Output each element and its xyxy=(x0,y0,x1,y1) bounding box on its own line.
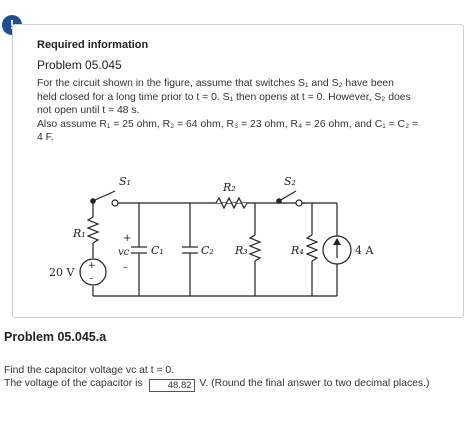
vc-plus: + xyxy=(123,233,131,244)
subproblem-title: Problem 05.045.a xyxy=(4,330,107,344)
answer-prefix: The voltage of the capacitor is xyxy=(4,378,143,389)
circuit-diagram: + – S₁ R₂ S₂ R₁ + vᴄ – C₁ C₂ R₃ R₄ 4 A 2… xyxy=(49,175,374,297)
problem-title: Problem 05.045 xyxy=(37,58,122,72)
answer-line: The voltage of the capacitor is 48.82 V.… xyxy=(4,378,429,392)
problem-statement: For the circuit shown in the figure, ass… xyxy=(37,77,447,145)
panel-heading: Required information xyxy=(37,39,149,51)
statement-line: 4 F. xyxy=(37,132,54,144)
statement-line: not open until t = 48 s. xyxy=(37,105,140,117)
c1-label: C₁ xyxy=(151,244,164,257)
answer-input[interactable]: 48.82 xyxy=(148,379,195,392)
c2-label: C₂ xyxy=(201,244,214,257)
s1-label: S₁ xyxy=(119,175,131,188)
source-plus: + xyxy=(88,261,96,271)
s2-label: S₂ xyxy=(284,175,296,188)
vc-label: vᴄ xyxy=(118,247,130,258)
vsource-label: 20 V xyxy=(49,266,75,279)
r3-label: R₃ xyxy=(234,244,248,257)
answer-suffix: V. (Round the final answer to two decima… xyxy=(199,378,430,389)
question-text: Find the capacitor voltage vc at t = 0. xyxy=(4,365,175,376)
isource-label: 4 A xyxy=(355,244,374,257)
r2-label: R₂ xyxy=(222,181,236,194)
statement-line: For the circuit shown in the figure, ass… xyxy=(37,78,394,89)
statement-line: Also assume R₁ = 25 ohm, R₂ = 64 ohm, R₃… xyxy=(37,118,419,130)
vc-minus: – xyxy=(123,262,128,273)
r1-label: R₁ xyxy=(72,227,86,240)
statement-line: held closed for a long time prior to t =… xyxy=(37,91,411,103)
source-minus: – xyxy=(89,274,94,284)
r4-label: R₄ xyxy=(290,244,304,257)
required-information-panel: Required information Problem 05.045 For … xyxy=(12,24,464,318)
